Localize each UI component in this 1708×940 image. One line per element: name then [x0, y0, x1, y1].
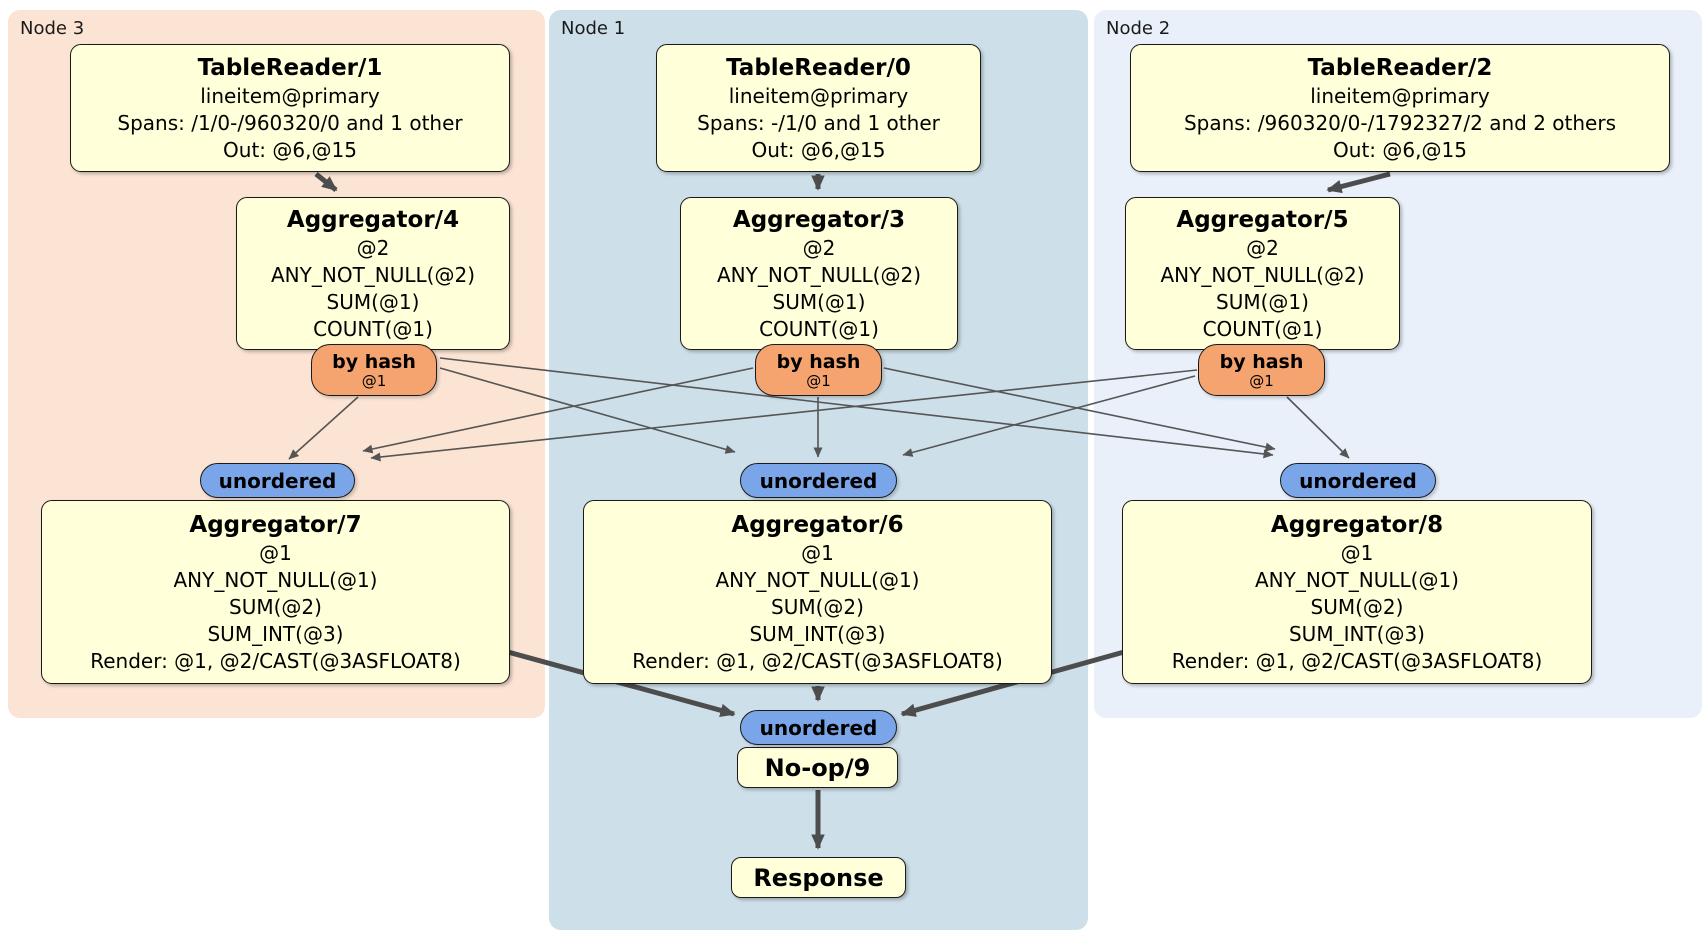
node3-by-hash-router: by hash @1 — [311, 344, 437, 396]
router-detail: @1 — [1249, 371, 1274, 390]
box-line: lineitem@primary — [1310, 83, 1490, 108]
box-line: Render: @1, @2/CAST(@3ASFLOAT8) — [1171, 648, 1543, 673]
noop-label: No-op/9 — [764, 753, 871, 782]
edge-hash3-to-sync2 — [439, 357, 1274, 459]
box-line: Out: @6,@15 — [1333, 137, 1467, 162]
box-line: @1 — [259, 540, 292, 565]
sync-label: unordered — [759, 468, 878, 493]
box-line: Render: @1, @2/CAST(@3ASFLOAT8) — [632, 648, 1003, 673]
box-line: SUM(@1) — [326, 289, 420, 314]
box-line: ANY_NOT_NULL(@1) — [1254, 567, 1459, 592]
aggregator-6-title: Aggregator/6 — [731, 511, 904, 538]
node2-unordered-sync: unordered — [1280, 463, 1436, 498]
sync-label: unordered — [759, 715, 878, 740]
edge-hash2-to-sync2 — [1286, 396, 1350, 459]
tablereader-2-title: TableReader/2 — [1307, 54, 1493, 81]
aggregator-4-title: Aggregator/4 — [286, 206, 460, 233]
box-line: Out: @6,@15 — [223, 137, 357, 162]
router-detail: @1 — [806, 371, 831, 390]
edge-hash1-to-sync3 — [362, 367, 754, 454]
router-label: by hash — [776, 350, 861, 373]
router-detail: @1 — [361, 371, 387, 390]
response-box: Response — [731, 857, 906, 898]
tablereader-0-title: TableReader/0 — [726, 54, 911, 81]
box-line: SUM(@2) — [771, 594, 864, 619]
box-line: Out: @6,@15 — [751, 137, 886, 162]
box-line: @1 — [801, 540, 834, 565]
box-line: SUM(@2) — [1310, 594, 1404, 619]
edge-hash3-to-sync1 — [439, 367, 736, 454]
box-line: SUM(@2) — [229, 594, 322, 619]
box-line: ANY_NOT_NULL(@2) — [717, 262, 921, 287]
node2-region-label: Node 2 — [1106, 18, 1171, 39]
box-line: @2 — [1246, 235, 1279, 260]
edge-hash3-to-sync3 — [288, 396, 359, 460]
edge-tablereader1-to-aggregator4 — [314, 172, 338, 192]
box-line: @1 — [1340, 540, 1374, 565]
node3-unordered-sync: unordered — [200, 463, 355, 498]
router-label: by hash — [1219, 350, 1304, 373]
box-line: Spans: /960320/0-/1792327/2 and 2 others — [1183, 110, 1616, 135]
edge-hash1-to-sync2 — [883, 367, 1276, 452]
box-line: Render: @1, @2/CAST(@3ASFLOAT8) — [90, 648, 461, 673]
box-line: ANY_NOT_NULL(@2) — [1160, 262, 1365, 287]
router-label: by hash — [332, 350, 416, 373]
box-line: COUNT(@1) — [313, 316, 433, 341]
node1-region-label: Node 1 — [561, 18, 626, 39]
aggregator-7-title: Aggregator/7 — [189, 511, 362, 538]
aggregator-8-title: Aggregator/8 — [1270, 511, 1444, 538]
sync-label: unordered — [1299, 468, 1417, 493]
box-line: Spans: /1/0-/960320/0 and 1 other — [117, 110, 463, 135]
node1-unordered-sync: unordered — [740, 463, 897, 498]
box-line: lineitem@primary — [728, 83, 909, 108]
box-line: @2 — [356, 235, 390, 260]
box-line: ANY_NOT_NULL(@1) — [173, 567, 378, 592]
node3-region-label: Node 3 — [20, 18, 85, 39]
aggregator-3-title: Aggregator/3 — [732, 206, 906, 233]
box-line: lineitem@primary — [200, 83, 380, 108]
tablereader-1-title: TableReader/1 — [197, 54, 383, 81]
box-line: SUM(@1) — [772, 289, 866, 314]
final-unordered-sync: unordered — [740, 710, 897, 745]
box-line: COUNT(@1) — [759, 316, 879, 341]
edge-hash2-to-sync3 — [370, 369, 1198, 462]
box-line: ANY_NOT_NULL(@2) — [271, 262, 475, 287]
sync-label: unordered — [218, 468, 337, 493]
noop-box: No-op/9 — [737, 747, 898, 788]
box-line: @2 — [802, 235, 836, 260]
box-line: SUM_INT(@3) — [1288, 621, 1425, 646]
box-line: SUM_INT(@3) — [749, 621, 886, 646]
box-line: COUNT(@1) — [1202, 316, 1323, 341]
node2-by-hash-router: by hash @1 — [1198, 344, 1325, 396]
node1-by-hash-router: by hash @1 — [755, 344, 882, 396]
edge-hash2-to-sync1 — [902, 375, 1196, 457]
aggregator-5-title: Aggregator/5 — [1176, 206, 1349, 233]
response-label: Response — [753, 863, 884, 892]
box-line: ANY_NOT_NULL(@1) — [715, 567, 920, 592]
box-line: Spans: -/1/0 and 1 other — [697, 110, 940, 135]
box-line: SUM(@1) — [1216, 289, 1309, 314]
box-line: SUM_INT(@3) — [207, 621, 344, 646]
edge-tablereader2-to-aggregator5 — [1326, 171, 1391, 194]
